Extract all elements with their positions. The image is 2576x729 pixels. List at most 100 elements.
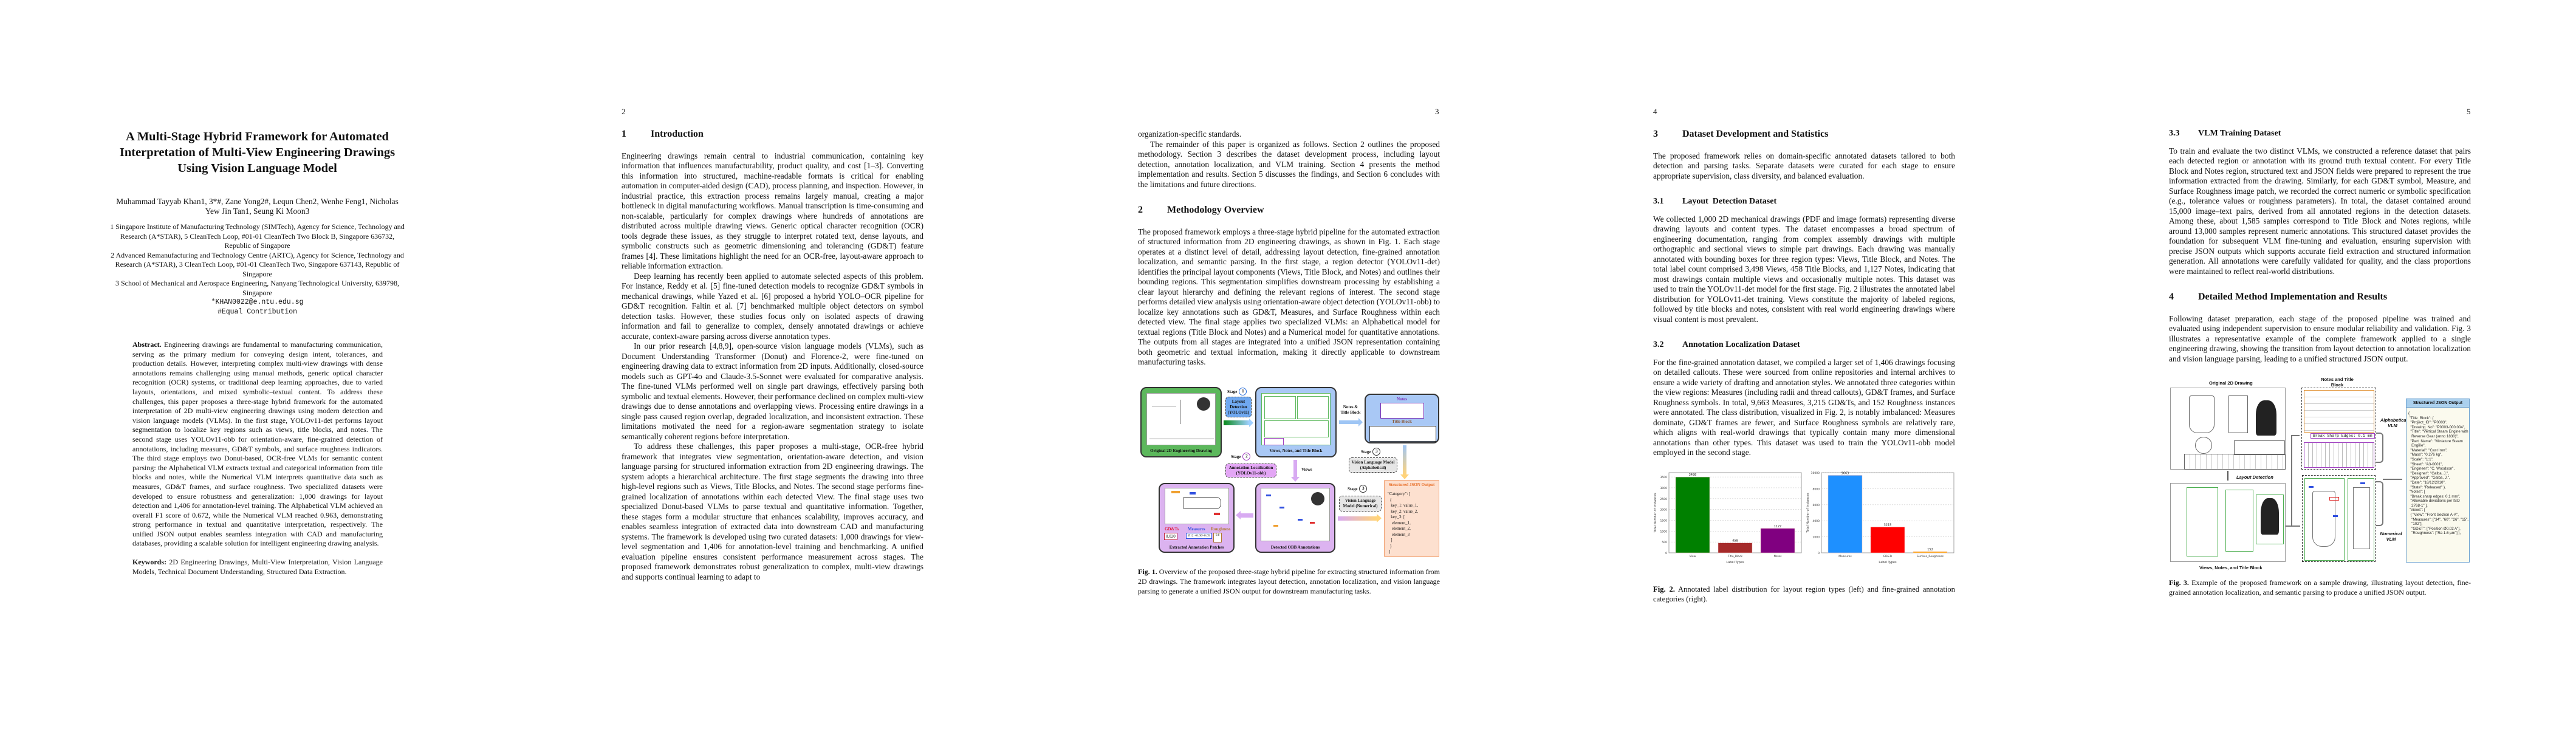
page-number: 3 <box>1435 107 1439 116</box>
notes-thumbnail <box>1380 403 1424 419</box>
arrow-head-icon <box>1358 418 1363 426</box>
bar-measures <box>1828 475 1863 553</box>
bar-view <box>1675 476 1710 553</box>
email: *KHAN0022@e.ntu.edu.sg <box>211 298 304 306</box>
original-drawing-panel: Original 2D Engineering Drawing <box>1140 387 1222 457</box>
bar-notes <box>1760 528 1795 553</box>
arrow-down-icon <box>2227 471 2228 481</box>
connector-line <box>2376 433 2383 463</box>
abstract-text: Engineering drawings are fundamental to … <box>132 340 383 548</box>
x-tick-label: Measures <box>1838 555 1852 558</box>
vlm-numerical-box: Vision Language Model (Numerical) <box>1339 496 1382 512</box>
bar-surface_roughness <box>1913 551 1948 553</box>
affiliation: 1 Singapore Institute of Manufacturing T… <box>110 222 405 250</box>
annotation-localization-box: Annotation Localization (YOLOv11-obb) <box>1225 464 1276 477</box>
y-tick-label: 8000 <box>1813 487 1820 491</box>
data-label: 1127 <box>1774 525 1782 529</box>
y-tick-label: 1500 <box>1660 519 1668 522</box>
y-tick-label: 3000 <box>1660 487 1668 490</box>
arrow-right-icon <box>1224 420 1249 425</box>
view-crop <box>2304 478 2345 561</box>
titleblock-thumbnail <box>1369 426 1436 442</box>
arrow-head-icon <box>1400 474 1409 479</box>
data-label: 458 <box>1732 539 1738 543</box>
connector-line <box>2291 435 2292 526</box>
measure-patch: Ø12 +0.00/-0.05 <box>1186 533 1212 539</box>
x-axis-label: Label Types <box>1726 561 1744 564</box>
connector-line <box>2376 481 2383 526</box>
notes-titleblock-arrow-label: Notes & Title Block <box>1340 405 1361 415</box>
x-axis-label: Label Types <box>1879 561 1897 564</box>
x-tick-label: View <box>1690 555 1696 558</box>
x-tick-label: GD&Ts <box>1883 555 1893 558</box>
view-crop <box>2348 478 2374 561</box>
notes-titleblock-panel: Notes Title Block <box>1365 394 1439 443</box>
original-drawing-thumbnail <box>2170 388 2286 470</box>
abstract-label: Abstract. <box>132 340 162 349</box>
arrow-down-icon <box>1293 460 1297 477</box>
y-tick-label: 1000 <box>1660 530 1668 533</box>
drawing-thumbnail <box>1261 393 1331 445</box>
json-output-panel: Structured JSON Output { "Title_Block": … <box>2406 399 2470 563</box>
y-tick-label: 4000 <box>1813 519 1820 523</box>
notes-table-crop <box>2304 442 2374 468</box>
data-label: 152 <box>1927 548 1933 552</box>
y-tick-label: 2500 <box>1660 498 1668 501</box>
equal-contribution-note: #Equal Contribution <box>217 307 298 316</box>
abstract: Abstract. Engineering drawings are funda… <box>132 340 383 577</box>
keywords-text: 2D Engineering Drawings, Multi-View Inte… <box>132 558 383 576</box>
keywords-label: Keywords: <box>132 558 166 567</box>
y-tick-label: 500 <box>1662 541 1667 544</box>
json-output-panel: Structured JSON Output "Category": [ { k… <box>1384 480 1439 557</box>
views-notes-titleblock-panel: Views, Notes, and Title Block <box>1255 387 1337 457</box>
arrow-down-icon <box>1403 445 1406 474</box>
gdt-patch: 0.020 <box>1164 533 1177 540</box>
arrow-head-icon <box>1236 511 1241 519</box>
data-label: 3215 <box>1884 524 1892 527</box>
page-number: 5 <box>2467 107 2471 116</box>
vlm-alphabetical-box: Vision Language Model (Alphabetical) <box>1349 457 1397 473</box>
bar-gd&ts <box>1870 527 1905 553</box>
bar-title_block <box>1718 542 1753 553</box>
x-tick-label: Title_Block <box>1727 555 1742 558</box>
layout-detected-drawing-thumbnail <box>2170 483 2286 562</box>
paragraph: To address these challenges, this paper … <box>622 442 923 581</box>
views-arrow-label: Views <box>1301 467 1312 472</box>
paragraph: Following dataset preparation, each stag… <box>2169 313 2471 363</box>
affiliation: 3 School of Mechanical and Aerospace Eng… <box>115 279 400 297</box>
figure-1-caption: Fig. 1. Overview of the proposed three-s… <box>1138 567 1440 595</box>
extracted-patches-panel: GD&Ts Measures Roughness 0.020 Ø12 +0.00… <box>1159 483 1235 553</box>
paragraph: Engineering drawings remain central to i… <box>622 151 923 271</box>
arrow-left-icon <box>1240 513 1253 518</box>
page-number: 2 <box>622 107 626 116</box>
paragraph: For the fine-grained annotation dataset,… <box>1653 357 1955 457</box>
notes-titleblock-group: Break Sharp Edges: 0.1 mm <box>2301 388 2376 470</box>
paper-title: A Multi-Stage Hybrid Framework for Autom… <box>119 130 396 175</box>
note-crop: Break Sharp Edges: 0.1 mm <box>2311 433 2375 439</box>
paragraph: We collected 1,000 2D mechanical drawing… <box>1653 214 1955 324</box>
y-tick-label: 3500 <box>1660 476 1668 479</box>
layout-label-bar-chart: 05001000150020002500300035003498View458T… <box>1654 472 1802 564</box>
y-axis-label: Total Number of Instances <box>1654 493 1657 533</box>
page-number: 4 <box>1653 107 1657 116</box>
titleblock-crop <box>2304 390 2374 433</box>
figure-3-caption: Fig. 3. Example of the proposed framewor… <box>2169 578 2472 597</box>
y-axis-label: Total Number of Instances <box>1806 493 1810 533</box>
drawing-thumbnail <box>1146 393 1216 445</box>
arrow-head-icon <box>1377 514 1382 522</box>
paragraph: In our prior research [4,8,9], open-sour… <box>622 341 923 441</box>
numerical-vlm-label: Numerical VLM <box>2380 531 2402 542</box>
paragraph: The remainder of this paper is organized… <box>1138 139 1440 189</box>
y-tick-label: 0 <box>1818 552 1820 555</box>
y-tick-label: 2000 <box>1813 536 1820 539</box>
drawing-thumbnail <box>1165 488 1229 524</box>
x-tick-label: Surface_Roughness <box>1917 555 1944 558</box>
